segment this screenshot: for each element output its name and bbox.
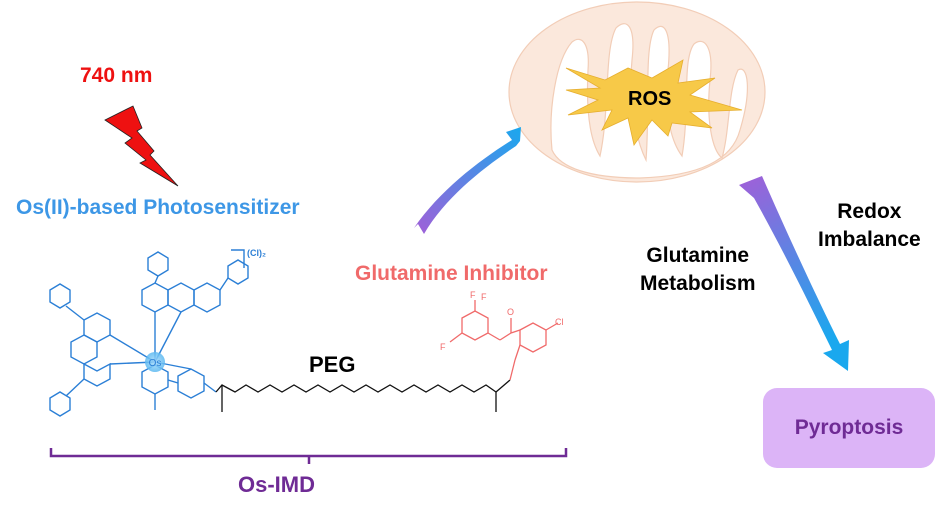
arrow-to-pyroptosis	[739, 176, 849, 371]
lightning-bolt-icon	[104, 105, 179, 187]
atom-cl: Cl	[555, 317, 564, 327]
redox-imbalance-label: Redox Imbalance	[818, 198, 921, 254]
atom-f: F	[440, 342, 446, 352]
glutamine-inhibitor-structure	[449, 300, 559, 381]
counterion-bracket	[231, 249, 245, 268]
os-metal-center: Os	[145, 352, 165, 372]
os-complex-structure	[49, 251, 249, 417]
inhibitor-atom-labels: F F F Cl O	[440, 290, 564, 352]
os-imd-bracket	[49, 448, 568, 464]
redox-line-2: Imbalance	[818, 228, 921, 251]
glm-line-2: Metabolism	[640, 272, 756, 295]
atom-o: O	[507, 307, 514, 317]
os-atom-label: Os	[149, 358, 162, 369]
ros-burst-icon	[565, 59, 743, 146]
redox-line-1: Redox	[837, 200, 902, 223]
photosensitizer-title: Os(II)-based Photosensitizer	[16, 196, 300, 219]
arrow-to-mitochondria	[414, 127, 521, 234]
glutamine-inhibitor-title: Glutamine Inhibitor	[355, 262, 548, 285]
counterion-label: (Cl)₂	[247, 248, 266, 258]
atom-f: F	[470, 290, 476, 300]
pyroptosis-box: Pyroptosis	[763, 388, 935, 468]
wavelength-label: 740 nm	[80, 64, 153, 87]
ros-label: ROS	[628, 88, 672, 110]
glutamine-metabolism-label: Glutamine Metabolism	[640, 242, 756, 298]
glm-line-1: Glutamine	[646, 244, 750, 267]
pyroptosis-label: Pyroptosis	[794, 416, 904, 439]
atom-f: F	[481, 292, 487, 302]
peg-linker-structure	[215, 379, 511, 412]
peg-label: PEG	[309, 352, 356, 377]
conjugate-label: Os-IMD	[238, 472, 315, 497]
